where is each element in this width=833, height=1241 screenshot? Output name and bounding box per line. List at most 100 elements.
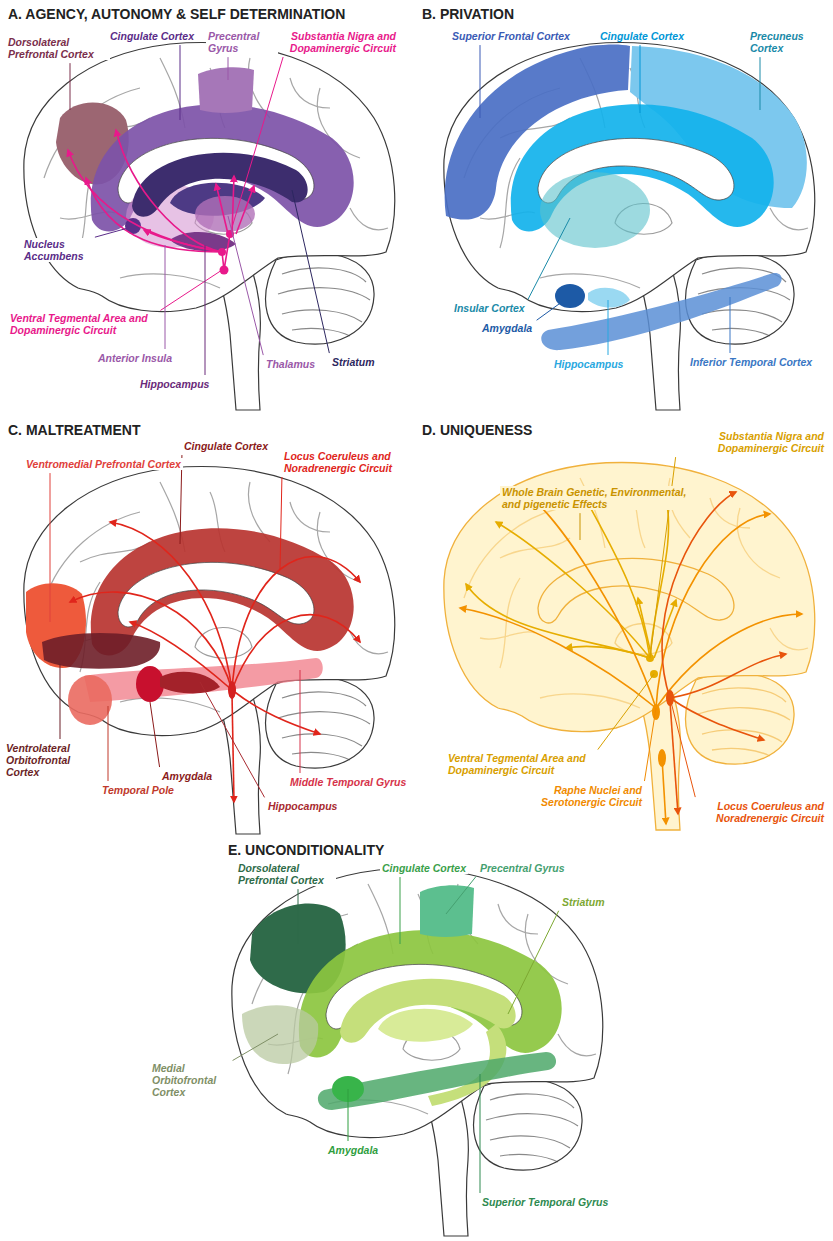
brain-outline: [24, 43, 395, 410]
precentral-region: [420, 885, 474, 937]
region-label: Substantia Nigra and Dopaminergic Circui…: [676, 430, 826, 454]
region-label: Amygdala: [326, 1144, 380, 1156]
region-label: Nucleus Accumbens: [22, 238, 92, 262]
ofc-region: [242, 1005, 318, 1064]
leader-line: [348, 1089, 349, 1141]
leader-line: [480, 1074, 481, 1193]
leader-line: [640, 45, 641, 113]
leader-line: [537, 296, 570, 320]
region-label: Locus Coeruleus and Noradrenergic Circui…: [282, 450, 422, 474]
region-label: Hippocampus: [138, 378, 211, 390]
temporal-pole-region: [68, 675, 112, 725]
amygdala-region: [136, 666, 164, 702]
region-label: Inferior Temporal Cortex: [688, 356, 814, 368]
region-label: Amygdala: [480, 322, 534, 334]
hippocampus-region: [160, 672, 220, 694]
region-label: Ventral Tegmental Area and Dopaminergic …: [446, 752, 596, 776]
leader-line: [60, 664, 61, 739]
region-label: Ventrolateral Orbitofrontal Cortex: [4, 742, 104, 778]
nucleus-dot: [652, 704, 660, 720]
leader-line: [644, 708, 656, 781]
leader-line: [508, 911, 559, 1014]
cingulate-region: [299, 930, 562, 1057]
region-label: Striatum: [330, 356, 377, 368]
precentral-region: [198, 67, 254, 113]
corpus-callosum: [118, 562, 314, 627]
region-label: Cingulate Cortex: [182, 440, 270, 452]
region-label: Substantia Nigra and Dopaminergic Circui…: [284, 30, 398, 54]
brain-outline: [232, 869, 603, 1236]
region-label: Dorsolateral Prefrontal Cortex: [236, 862, 336, 886]
region-label: Cingulate Cortex: [380, 862, 468, 874]
hippocampus-region: [588, 288, 630, 308]
nucleus-dot: [658, 749, 666, 767]
region-label: Raphe Nuclei and Serotonergic Circuit: [504, 784, 644, 808]
nucleus-dot: [218, 248, 226, 256]
temporal-region: [541, 273, 781, 350]
region-label: Thalamus: [264, 358, 317, 370]
leader-line: [580, 513, 581, 540]
brain-panel: [444, 43, 815, 410]
panel-heading: A. AGENCY, AUTONOMY & SELF DETERMINATION: [6, 6, 347, 23]
panel-heading: B. PRIVATION: [420, 6, 516, 23]
panel-heading: C. MALTREATMENT: [6, 422, 142, 439]
leader-line: [400, 877, 401, 944]
leader-line: [228, 216, 263, 355]
region-label: Dorsolateral Prefrontal Cortex: [6, 36, 110, 60]
leader-line: [95, 228, 128, 237]
leader-line: [446, 876, 476, 914]
brain-panel: [444, 463, 815, 830]
nucleus-dot: [220, 266, 229, 275]
region-label: Striatum: [560, 896, 607, 908]
region-label: Precentral Gyrus: [206, 30, 278, 54]
insula-region: [540, 172, 650, 248]
leader-line: [292, 190, 329, 353]
region-label: Medial Orbitofrontal Cortex: [150, 1062, 230, 1098]
region-label: Amygdala: [160, 770, 214, 782]
temporal-region: [84, 658, 323, 702]
leader-line: [598, 674, 654, 750]
leader-line: [228, 57, 229, 80]
leader-line: [298, 889, 299, 944]
leader-line: [730, 297, 731, 353]
noradrenergic-pathway: [70, 522, 360, 802]
dopamine-pathway: [68, 130, 254, 252]
temporal-region: [318, 1052, 556, 1110]
leader-line: [50, 473, 51, 622]
leader-line: [280, 477, 282, 569]
ofc-region: [42, 633, 160, 669]
region-label: Hippocampus: [552, 358, 625, 370]
leader-line: [760, 57, 761, 110]
dopamine-pathway: [466, 488, 676, 658]
leader-line: [230, 57, 283, 234]
noradrenergic-pathway: [662, 492, 786, 814]
brain-outline: [444, 463, 815, 830]
leader-line: [205, 245, 206, 375]
region-label: Whole Brain Genetic, Environmental, and …: [500, 486, 690, 510]
leader-line: [233, 1034, 278, 1060]
panel-heading: D. UNIQUENESS: [420, 422, 534, 439]
region-label: Locus Coeruleus and Noradrenergic Circui…: [696, 800, 826, 824]
nucleus-dot: [228, 681, 236, 699]
region-label: Cingulate Cortex: [108, 30, 196, 42]
leader-line: [300, 670, 301, 773]
brain-panel: [232, 869, 603, 1236]
region-label: Precentral Gyrus: [478, 862, 567, 874]
region-label: Cingulate Cortex: [598, 30, 686, 42]
leader-line: [108, 706, 109, 781]
panel-heading: E. UNCONDITIONALITY: [226, 842, 386, 859]
leader-line: [70, 63, 71, 110]
leader-line: [670, 698, 695, 797]
leader-line: [150, 702, 160, 767]
brain-outline: [444, 43, 815, 410]
region-label: Insular Cortex: [452, 302, 527, 314]
leader-line: [480, 45, 481, 118]
region-label: Anterior Insula: [96, 352, 174, 364]
leader-line: [528, 218, 570, 299]
region-label: Superior Temporal Gyrus: [480, 1196, 610, 1208]
striatum-region: [378, 1009, 473, 1042]
region-label: Superior Frontal Cortex: [450, 30, 572, 42]
